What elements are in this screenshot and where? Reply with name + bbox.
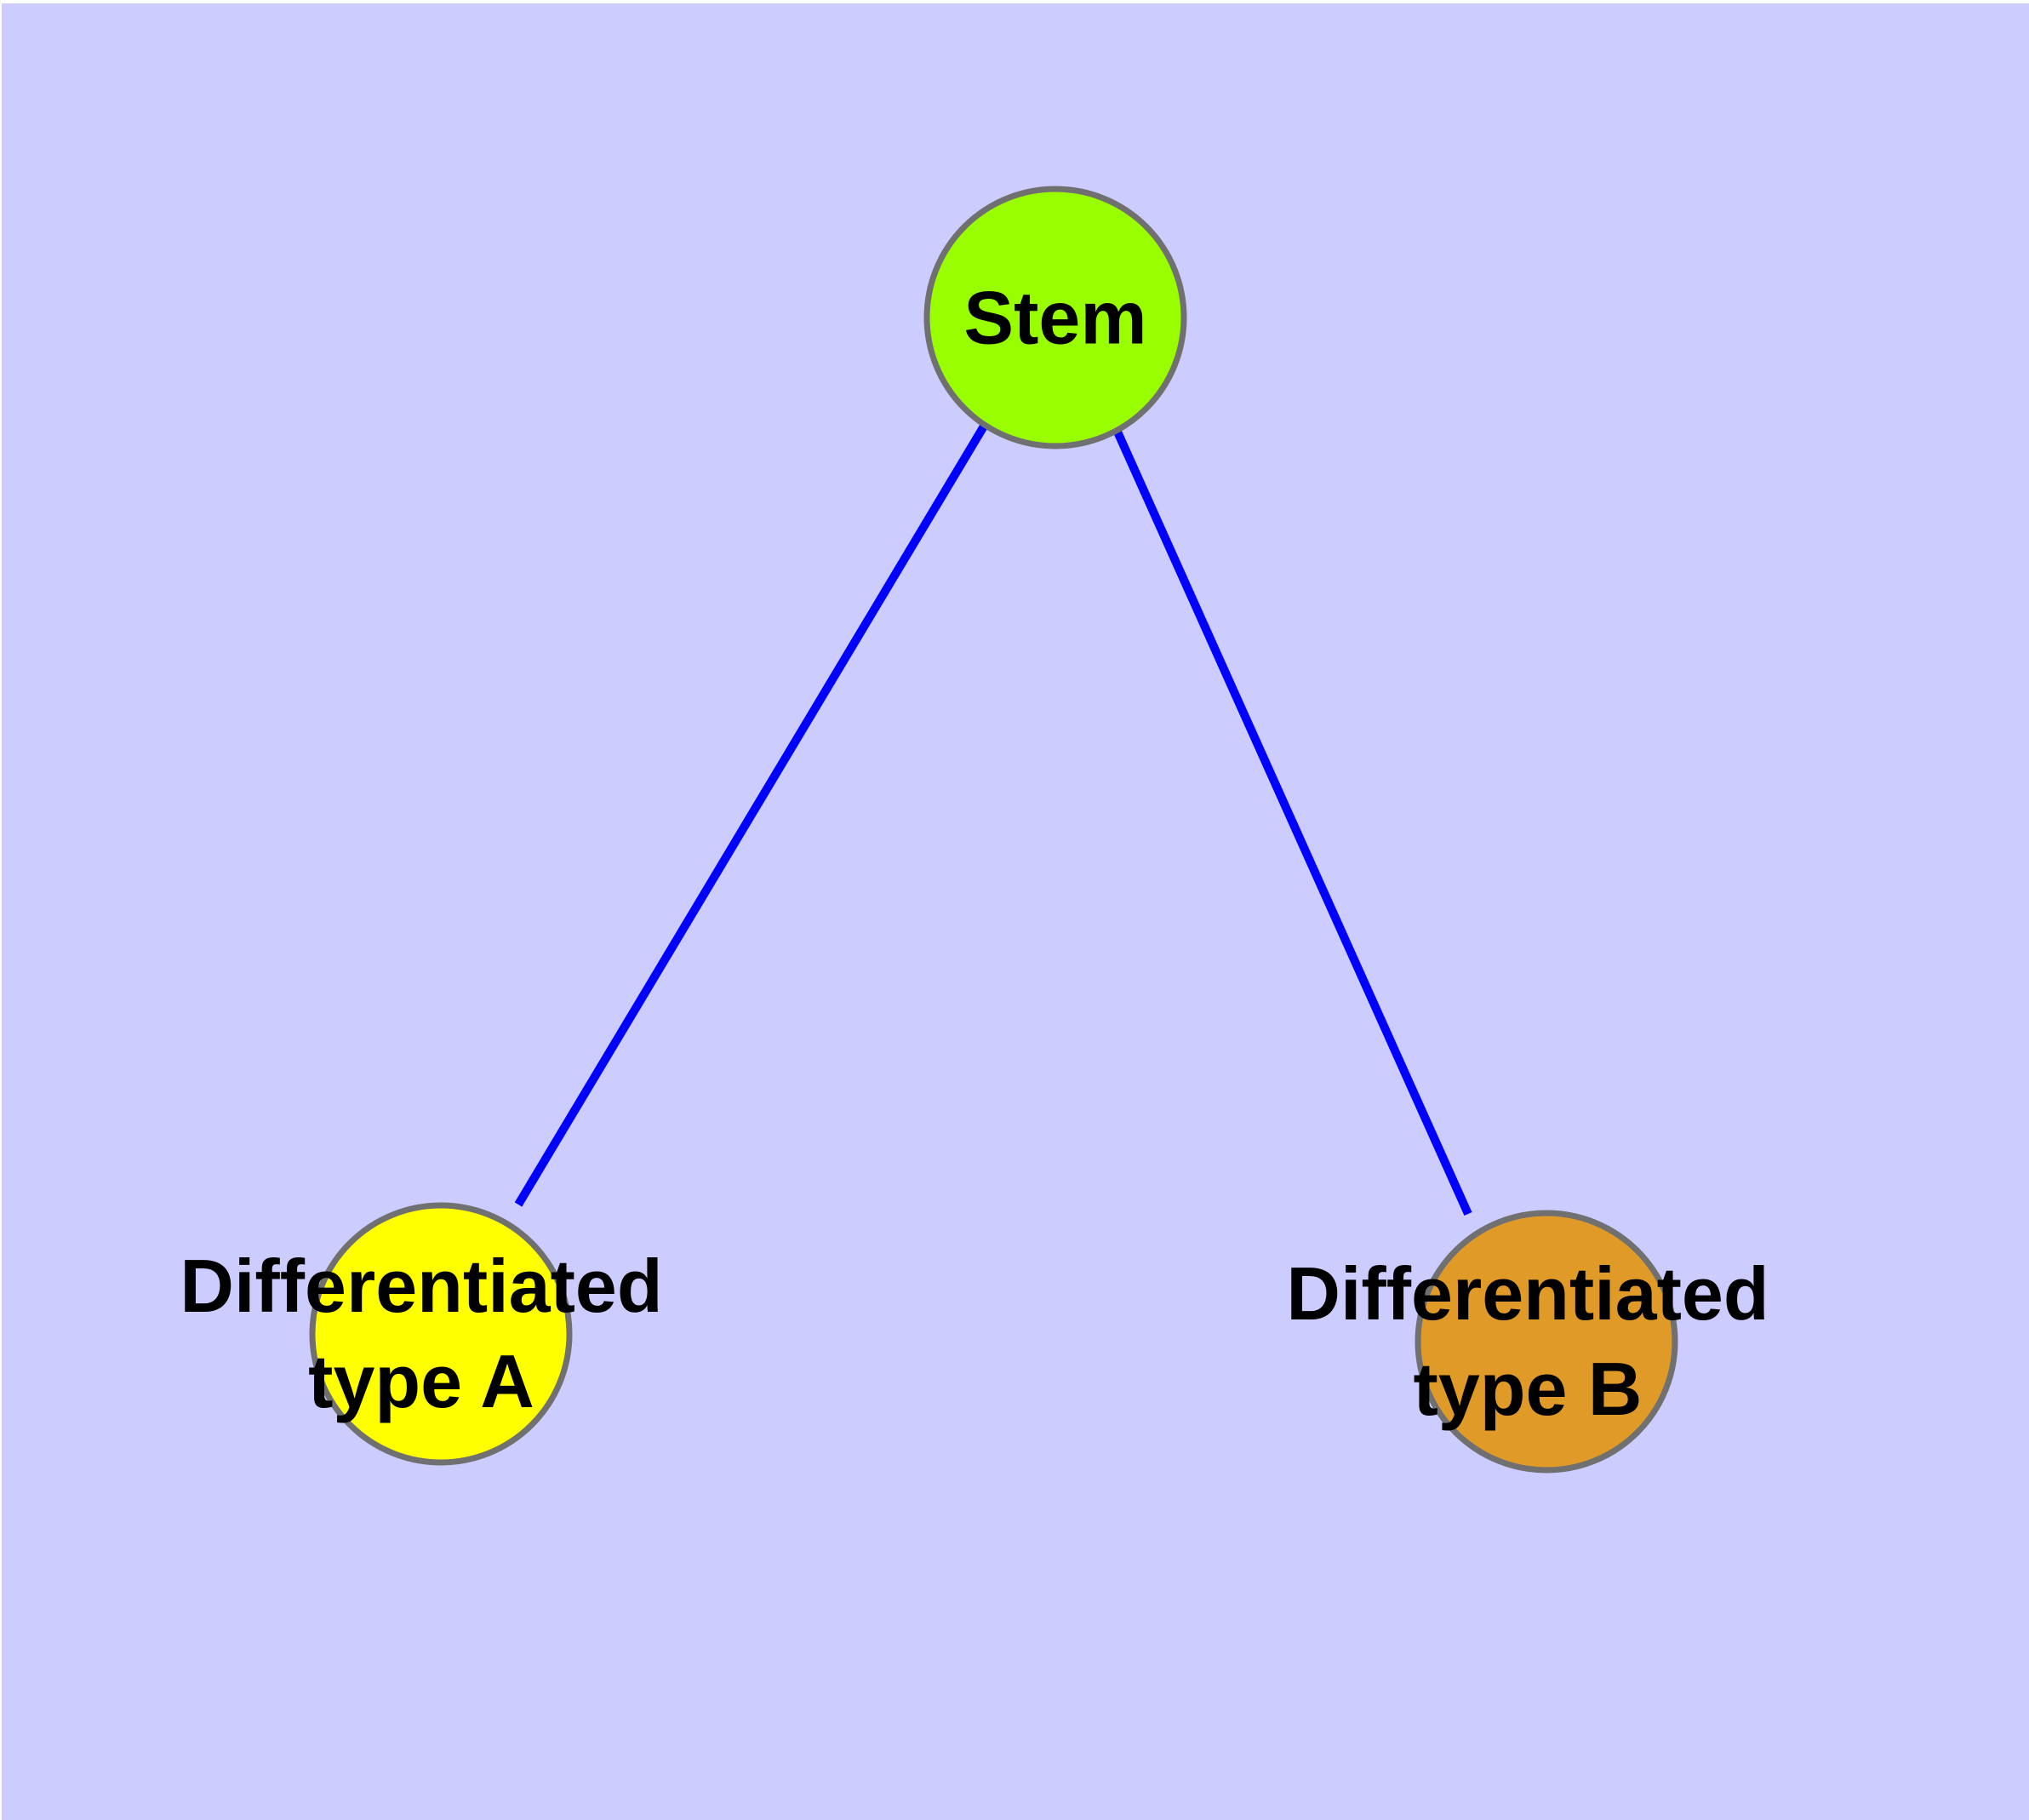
edge-stem-to-differentiated-type-b[interactable] [1112, 427, 1472, 1216]
edge-stem-to-differentiated-type-a[interactable] [514, 422, 989, 1207]
node-differentiated-type-a[interactable] [309, 1202, 573, 1466]
node-differentiated-type-b-label-line-2: type B [1414, 1347, 1643, 1431]
edges-layer [514, 422, 1472, 1216]
node-stem-label: Stem [963, 276, 1146, 360]
node-stem[interactable]: Stem [923, 186, 1187, 449]
node-labels-layer: Differentiated type A Differentiated typ… [180, 1244, 1769, 1431]
node-differentiated-type-b-label-line-1: Differentiated [1286, 1251, 1769, 1336]
node-differentiated-type-a-circle[interactable] [309, 1202, 573, 1466]
node-differentiated-type-b[interactable] [1415, 1210, 1678, 1474]
node-differentiated-type-b-circle[interactable] [1415, 1210, 1678, 1474]
nodes-layer: Stem [309, 186, 1678, 1474]
node-differentiated-type-a-label-line-2: type A [308, 1339, 534, 1423]
node-differentiated-type-a-label-line-1: Differentiated [180, 1244, 662, 1328]
node-stem-circle[interactable] [923, 186, 1187, 449]
